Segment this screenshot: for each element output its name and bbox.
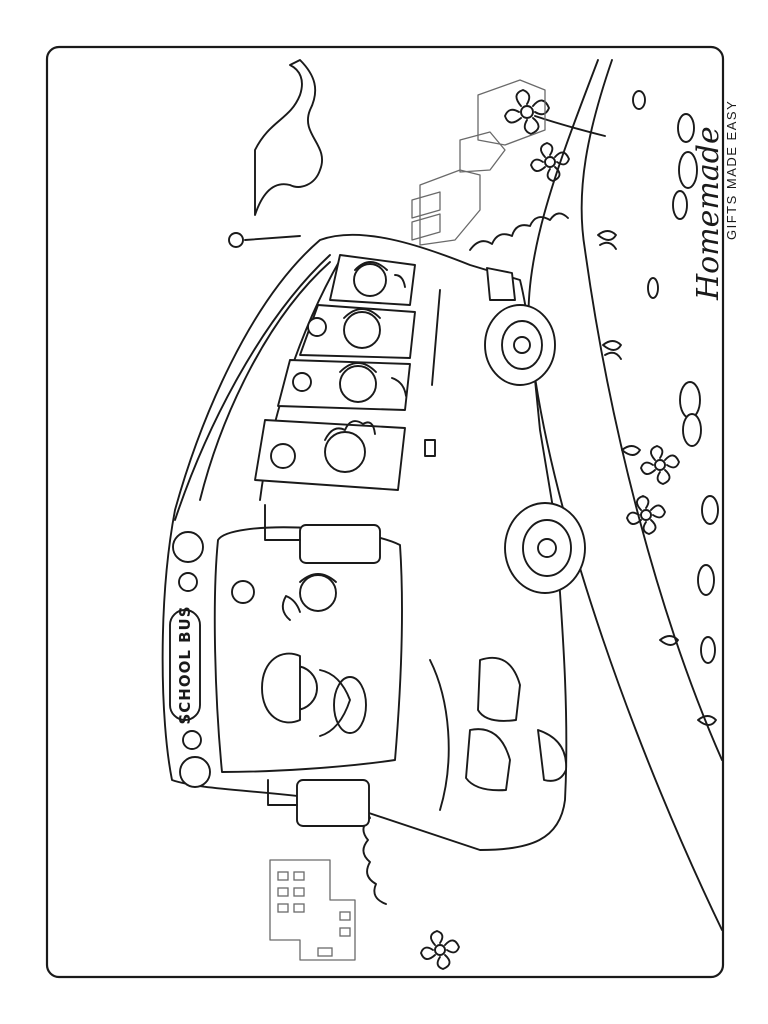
flower-icon [626, 495, 666, 535]
roadside-flowers [420, 89, 680, 970]
stone-icon [701, 495, 719, 525]
stone-icon [697, 564, 715, 596]
bus-windshield [213, 526, 404, 773]
brand-tagline: GIFTS MADE EASY [724, 100, 739, 240]
flower-icon [640, 445, 680, 485]
building-icon [411, 79, 546, 246]
side-mirror [299, 524, 381, 564]
roadside-stones [632, 90, 719, 664]
road [527, 59, 723, 931]
bush-icon [697, 715, 717, 726]
bush-icon [659, 635, 679, 646]
bus-wheel [504, 502, 586, 594]
bush-icon [597, 230, 617, 250]
school-bus-sign-text: SCHOOL BUS [176, 605, 194, 724]
flower-icon [420, 930, 460, 970]
building-icon [269, 859, 356, 961]
flower-icon [504, 89, 606, 137]
school-bus-sign: SCHOOL BUS [169, 605, 201, 725]
flag-icon [228, 59, 323, 248]
stone-icon [678, 151, 698, 189]
bush-icon [602, 340, 622, 360]
side-mirror [296, 779, 370, 827]
stone-icon [682, 413, 702, 447]
brand-name: Homemade [691, 126, 726, 301]
stone-icon [647, 277, 659, 299]
stone-icon [632, 90, 646, 110]
bush-icon [621, 445, 641, 456]
grass-tufts [597, 230, 717, 726]
children [324, 261, 407, 473]
stone-icon [677, 113, 695, 143]
stone-icon [672, 190, 688, 220]
stone-icon [700, 636, 716, 664]
bus-wheel [484, 304, 556, 386]
stone-icon [679, 381, 701, 419]
bus-driver [261, 595, 367, 737]
brand-watermark: Homemade GIFTS MADE EASY [691, 100, 739, 301]
front-passenger [299, 573, 337, 612]
school-bus: SCHOOL BUS [161, 233, 586, 851]
flower-icon [530, 142, 570, 182]
